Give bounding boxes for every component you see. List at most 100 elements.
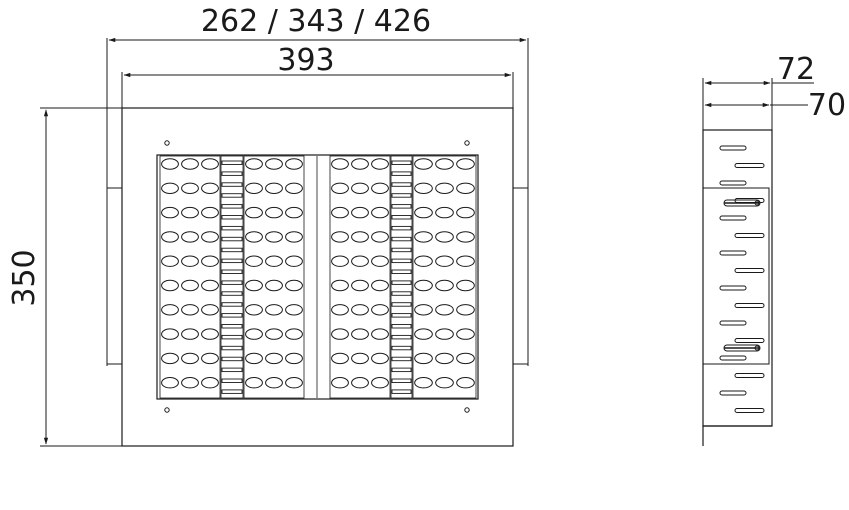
driver-fin <box>391 225 412 231</box>
driver-fin <box>391 193 412 198</box>
led-lens <box>201 279 219 292</box>
vent-slot <box>734 233 765 238</box>
driver-strip-1 <box>220 155 244 399</box>
led-lens <box>161 182 179 195</box>
led-lens <box>331 352 349 365</box>
led-lens <box>371 158 389 170</box>
driver-fin <box>221 193 243 198</box>
side-bracket <box>702 187 770 365</box>
depth-dimension: 72 <box>702 52 815 446</box>
inner-depth-dimension: 70 <box>704 88 846 123</box>
led-lens <box>161 279 179 292</box>
led-lens <box>435 328 454 340</box>
driver-fin <box>391 313 412 318</box>
led-lens <box>181 279 199 292</box>
right-bracket-tab <box>512 187 529 365</box>
led-lens <box>181 158 199 170</box>
vent-slot <box>719 215 747 221</box>
led-lens <box>161 255 179 267</box>
led-lens <box>161 377 179 389</box>
led-lens <box>371 231 389 243</box>
led-lens <box>456 182 475 195</box>
driver-fin <box>221 313 243 318</box>
driver-fin <box>391 367 412 373</box>
led-lens <box>456 255 475 267</box>
led-lens <box>331 158 349 170</box>
led-lens <box>456 304 475 316</box>
led-lens <box>456 279 475 292</box>
driver-fin <box>391 182 412 187</box>
led-lens <box>285 182 303 195</box>
led-lens <box>331 182 349 195</box>
led-modules <box>159 155 477 399</box>
led-lens <box>161 304 179 316</box>
driver-fin <box>391 345 412 351</box>
bracket-screw-lower <box>723 344 761 352</box>
driver-fin <box>391 269 412 274</box>
led-lens <box>435 182 454 195</box>
led-lens <box>456 158 475 170</box>
led-lens <box>161 352 179 365</box>
led-lens <box>371 206 389 219</box>
driver-fin <box>391 378 412 383</box>
led-lens <box>245 255 263 267</box>
led-lens <box>331 377 349 389</box>
led-lens <box>414 255 433 267</box>
led-lens <box>181 328 199 340</box>
led-lens <box>371 279 389 292</box>
driver-fin <box>221 236 243 242</box>
led-lens <box>456 206 475 219</box>
led-lens <box>351 377 369 389</box>
led-lens <box>201 231 219 243</box>
led-lens <box>331 231 349 243</box>
driver-fin <box>391 204 412 209</box>
led-lens <box>456 328 475 340</box>
led-module-2 <box>243 155 305 399</box>
led-lens <box>456 352 475 365</box>
driver-fin <box>221 258 243 264</box>
driver-fin <box>391 324 412 329</box>
led-lens <box>285 377 303 389</box>
vent-slot <box>719 285 747 291</box>
led-lens <box>201 328 219 340</box>
driver-fin <box>391 280 412 285</box>
led-lens <box>181 352 199 365</box>
led-lens <box>245 352 263 365</box>
left-bracket-tab <box>106 187 123 365</box>
led-lens <box>371 182 389 195</box>
led-lens <box>456 231 475 243</box>
led-lens <box>285 206 303 219</box>
driver-fin <box>221 302 243 307</box>
bracket-screw-upper <box>723 199 761 207</box>
led-lens <box>414 352 433 365</box>
driver-fin <box>221 367 243 373</box>
led-lens <box>265 231 283 243</box>
led-lens <box>435 206 454 219</box>
vent-slot <box>719 250 747 256</box>
led-lens <box>414 304 433 316</box>
screw-top-right <box>464 140 470 146</box>
led-lens <box>351 182 369 195</box>
driver-fin <box>391 160 412 165</box>
led-lens <box>285 158 303 170</box>
led-lens <box>285 328 303 340</box>
driver-fin <box>391 356 412 362</box>
led-lens <box>161 158 179 170</box>
led-module-1 <box>159 155 221 399</box>
driver-fin <box>391 258 412 264</box>
driver-fin <box>391 302 412 307</box>
driver-fin <box>391 215 412 220</box>
led-lens <box>285 231 303 243</box>
led-lens <box>414 377 433 389</box>
vent-slot <box>719 320 747 326</box>
inner-depth-label: 70 <box>808 88 846 123</box>
led-lens <box>245 377 263 389</box>
led-lens <box>414 328 433 340</box>
driver-strip-2 <box>390 155 413 399</box>
led-lens <box>331 328 349 340</box>
led-lens <box>265 255 283 267</box>
led-lens <box>265 279 283 292</box>
led-lens <box>265 158 283 170</box>
led-lens <box>161 206 179 219</box>
depth-label: 72 <box>777 52 815 87</box>
